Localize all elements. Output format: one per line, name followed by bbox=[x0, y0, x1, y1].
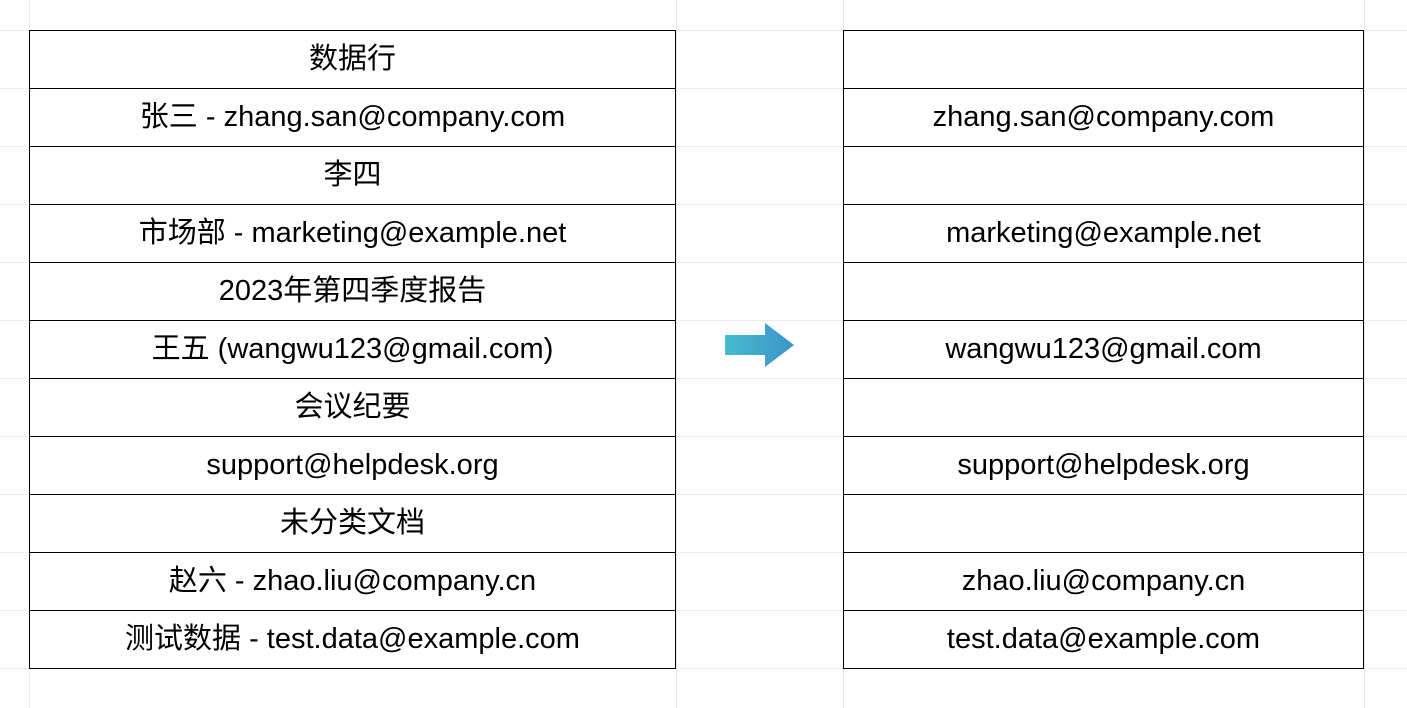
table-row: 会议纪要 bbox=[29, 378, 676, 437]
source-cell[interactable]: 王五 (wangwu123@gmail.com) bbox=[29, 320, 676, 379]
table-row: test.data@example.com bbox=[843, 610, 1364, 669]
gridline-vertical bbox=[676, 0, 677, 708]
source-cell[interactable]: 赵六 - zhao.liu@company.cn bbox=[29, 552, 676, 611]
extracted-cell[interactable]: marketing@example.net bbox=[843, 204, 1364, 263]
table-row: 李四 bbox=[29, 146, 676, 205]
extracted-cell[interactable] bbox=[843, 378, 1364, 437]
extracted-cell[interactable]: test.data@example.com bbox=[843, 610, 1364, 669]
extracted-emails-table: zhang.san@company.com marketing@example.… bbox=[843, 30, 1364, 669]
source-cell[interactable]: 市场部 - marketing@example.net bbox=[29, 204, 676, 263]
table-row bbox=[843, 494, 1364, 553]
source-cell[interactable]: support@helpdesk.org bbox=[29, 436, 676, 495]
source-cell[interactable]: 张三 - zhang.san@company.com bbox=[29, 88, 676, 147]
right-arrow-icon bbox=[725, 320, 795, 370]
table-row: zhang.san@company.com bbox=[843, 88, 1364, 147]
table-row: 张三 - zhang.san@company.com bbox=[29, 88, 676, 147]
table-row: 测试数据 - test.data@example.com bbox=[29, 610, 676, 669]
extracted-cell[interactable] bbox=[843, 30, 1364, 89]
source-cell[interactable]: 2023年第四季度报告 bbox=[29, 262, 676, 321]
extracted-cell[interactable]: zhao.liu@company.cn bbox=[843, 552, 1364, 611]
source-cell[interactable]: 李四 bbox=[29, 146, 676, 205]
source-data-table: 数据行 张三 - zhang.san@company.com 李四 市场部 - … bbox=[29, 30, 676, 669]
table-row: 2023年第四季度报告 bbox=[29, 262, 676, 321]
table-row bbox=[843, 146, 1364, 205]
table-row: zhao.liu@company.cn bbox=[843, 552, 1364, 611]
extracted-cell[interactable] bbox=[843, 262, 1364, 321]
table-row: 未分类文档 bbox=[29, 494, 676, 553]
source-data-table-body: 数据行 张三 - zhang.san@company.com 李四 市场部 - … bbox=[29, 30, 676, 669]
table-row bbox=[843, 378, 1364, 437]
extracted-cell[interactable] bbox=[843, 146, 1364, 205]
table-row: marketing@example.net bbox=[843, 204, 1364, 263]
source-cell[interactable]: 会议纪要 bbox=[29, 378, 676, 437]
extracted-cell[interactable]: wangwu123@gmail.com bbox=[843, 320, 1364, 379]
table-row: wangwu123@gmail.com bbox=[843, 320, 1364, 379]
extracted-emails-table-body: zhang.san@company.com marketing@example.… bbox=[843, 30, 1364, 669]
source-cell[interactable]: 测试数据 - test.data@example.com bbox=[29, 610, 676, 669]
table-row: 赵六 - zhao.liu@company.cn bbox=[29, 552, 676, 611]
table-row: 数据行 bbox=[29, 30, 676, 89]
source-cell-header[interactable]: 数据行 bbox=[29, 30, 676, 89]
source-cell[interactable]: 未分类文档 bbox=[29, 494, 676, 553]
extracted-cell[interactable]: support@helpdesk.org bbox=[843, 436, 1364, 495]
gridline-vertical bbox=[1364, 0, 1365, 708]
table-row: support@helpdesk.org bbox=[843, 436, 1364, 495]
extracted-cell[interactable] bbox=[843, 494, 1364, 553]
extracted-cell[interactable]: zhang.san@company.com bbox=[843, 88, 1364, 147]
table-row: 王五 (wangwu123@gmail.com) bbox=[29, 320, 676, 379]
table-row: support@helpdesk.org bbox=[29, 436, 676, 495]
table-row bbox=[843, 30, 1364, 89]
table-row: 市场部 - marketing@example.net bbox=[29, 204, 676, 263]
table-row bbox=[843, 262, 1364, 321]
